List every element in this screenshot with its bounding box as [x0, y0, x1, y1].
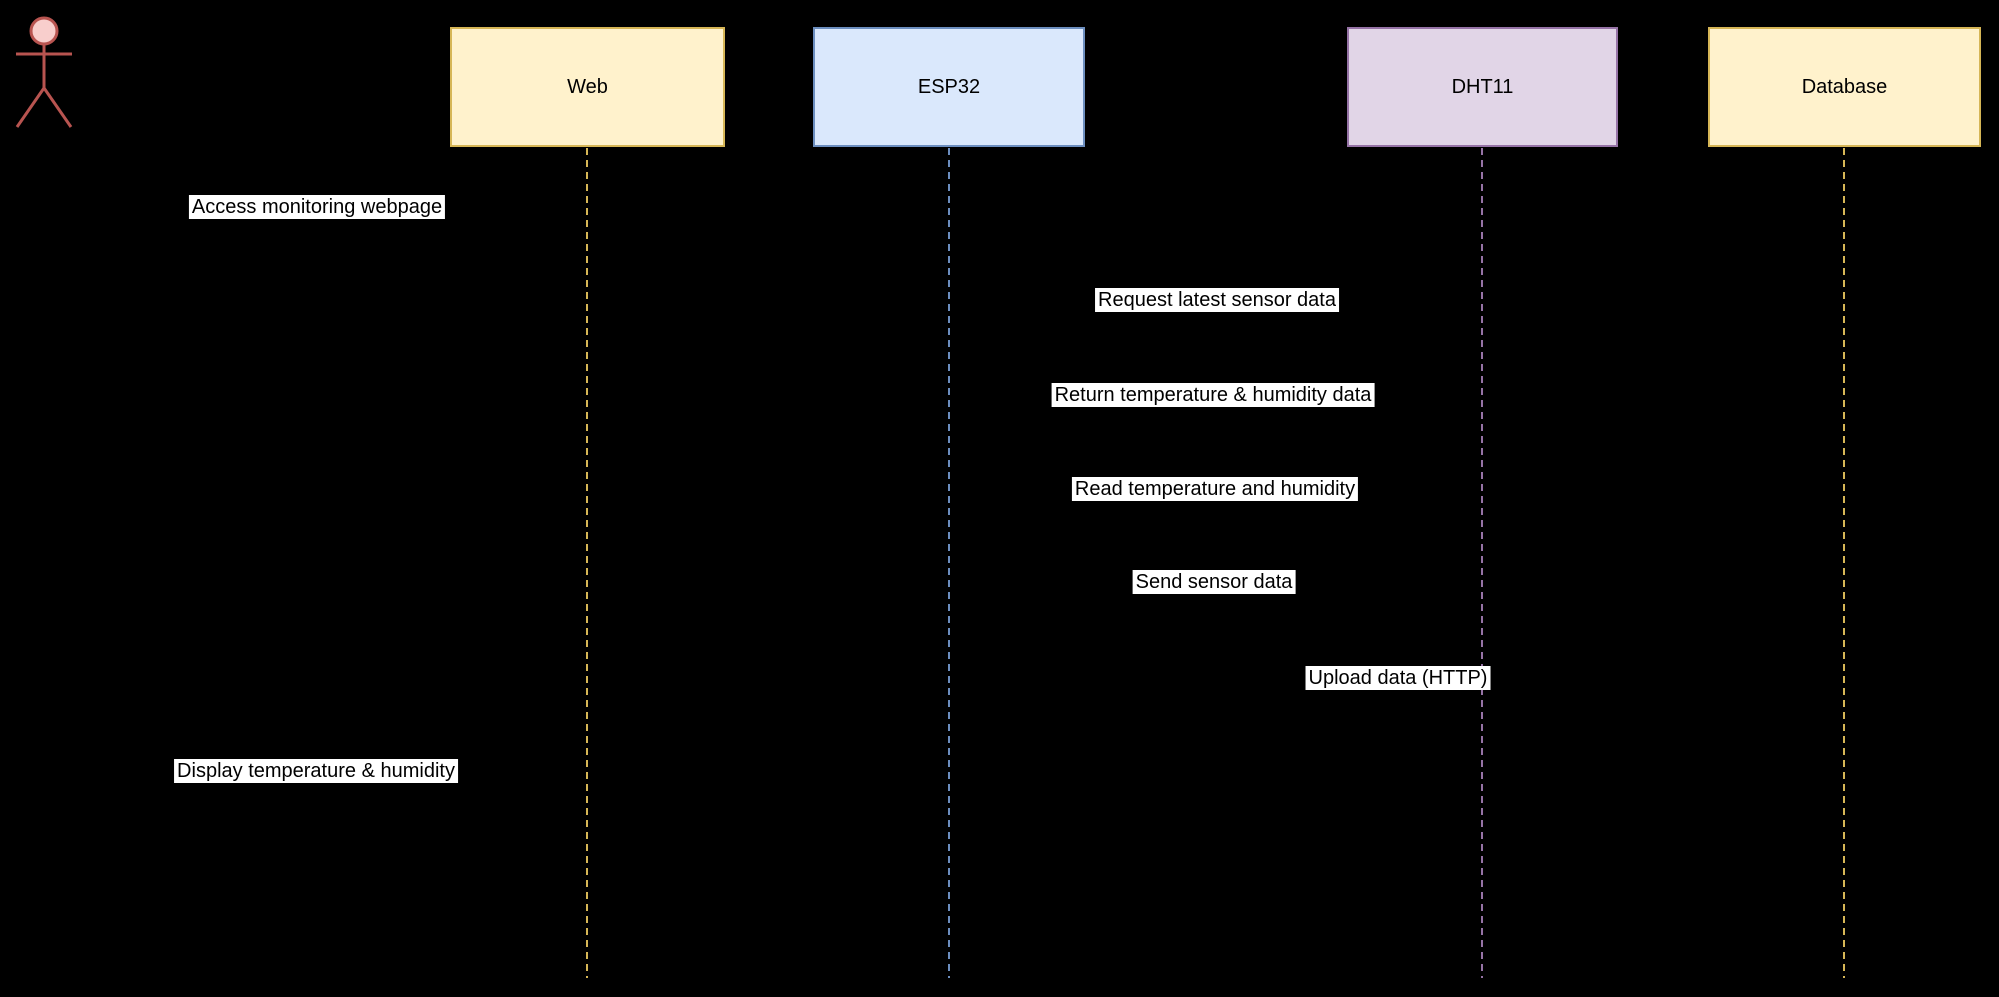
message-label: Display temperature & humidity [174, 759, 458, 783]
participant-database: Database [1708, 27, 1981, 147]
participant-esp32-label: ESP32 [917, 75, 981, 98]
message-label: Upload data (HTTP) [1305, 666, 1491, 690]
actor-icon [15, 16, 73, 128]
message-label: Return temperature & humidity data [1051, 383, 1375, 407]
lifeline-dht11 [1481, 148, 1483, 978]
lifeline-database [1843, 148, 1845, 978]
lifeline-esp32 [948, 148, 950, 978]
participant-esp32: ESP32 [813, 27, 1085, 147]
participant-web: Web [450, 27, 725, 147]
participant-dht11-label: DHT11 [1451, 75, 1514, 98]
participant-database-label: Database [1801, 75, 1888, 98]
participant-web-label: Web [567, 75, 608, 98]
message-label: Access monitoring webpage [188, 195, 446, 219]
message-label: Request latest sensor data [1095, 288, 1339, 312]
message-label: Read temperature and humidity [1071, 477, 1359, 501]
message-label: Send sensor data [1132, 570, 1296, 594]
participant-dht11: DHT11 [1347, 27, 1618, 147]
lifeline-web [586, 148, 588, 978]
